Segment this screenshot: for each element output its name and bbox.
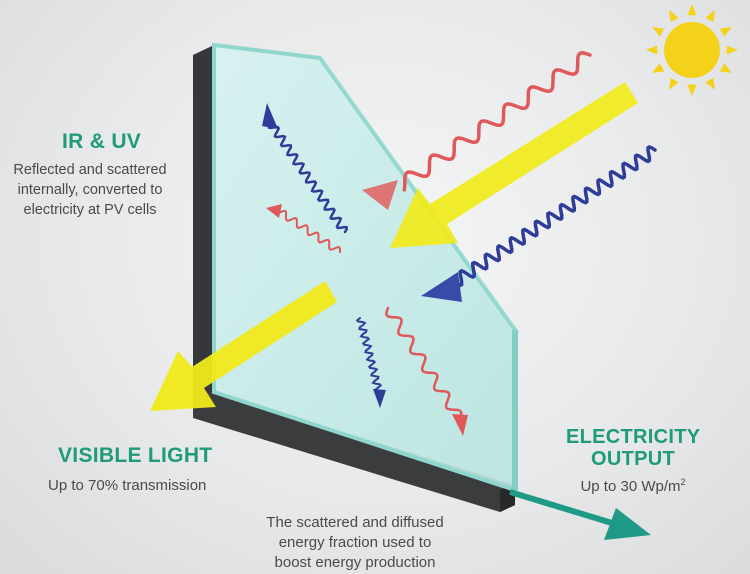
electricity-output-heading: ELECTRICITY OUTPUT bbox=[566, 426, 701, 470]
sun-ray bbox=[705, 77, 715, 90]
uv-wave-up bbox=[267, 125, 348, 234]
uv-arrowhead-up bbox=[262, 103, 278, 129]
uv-wave-incoming bbox=[456, 144, 657, 288]
ir-wave-down bbox=[385, 306, 463, 418]
sun-ray bbox=[652, 63, 665, 73]
sun-ray bbox=[705, 10, 715, 23]
incoming-visible-light-arrow bbox=[390, 82, 638, 248]
ir-wave-left bbox=[278, 209, 341, 253]
ir-arrowhead-down bbox=[452, 414, 468, 436]
sun-ray bbox=[726, 45, 738, 55]
sun-ray bbox=[687, 4, 697, 16]
unit-superscript: 2 bbox=[680, 477, 686, 487]
electricity-output-arrow bbox=[509, 489, 651, 540]
sun-ray bbox=[669, 77, 679, 90]
sun-ray bbox=[719, 27, 732, 37]
uv-arrowhead-down bbox=[373, 389, 386, 408]
sun-icon bbox=[646, 4, 738, 96]
sun-ray bbox=[687, 84, 697, 96]
sun-ray bbox=[669, 10, 679, 23]
uv-arrowhead-entry bbox=[421, 272, 462, 302]
electricity-output-description: Up to 30 Wp/m2 bbox=[566, 477, 700, 497]
ir-uv-heading: IR & UV bbox=[62, 130, 142, 153]
ir-uv-description: Reflected and scattered internally, conv… bbox=[13, 162, 167, 218]
visible-light-heading: VISIBLE LIGHT bbox=[58, 444, 213, 467]
sun-ray bbox=[646, 45, 658, 55]
electricity-output-value: Up to 30 Wp/m bbox=[580, 478, 681, 495]
window-frame bbox=[193, 45, 515, 512]
transmitted-visible-light-arrow bbox=[150, 281, 337, 411]
bottom-caption: The scattered and diffused energy fracti… bbox=[266, 514, 444, 571]
uv-wave-down bbox=[355, 317, 383, 393]
ir-wave-incoming bbox=[402, 51, 592, 192]
sun-ray bbox=[652, 27, 665, 37]
sun-ray bbox=[719, 63, 732, 73]
ir-arrowhead-left bbox=[266, 204, 282, 218]
visible-light-description: Up to 70% transmission bbox=[48, 477, 207, 494]
ir-arrowhead-entry bbox=[362, 180, 398, 210]
